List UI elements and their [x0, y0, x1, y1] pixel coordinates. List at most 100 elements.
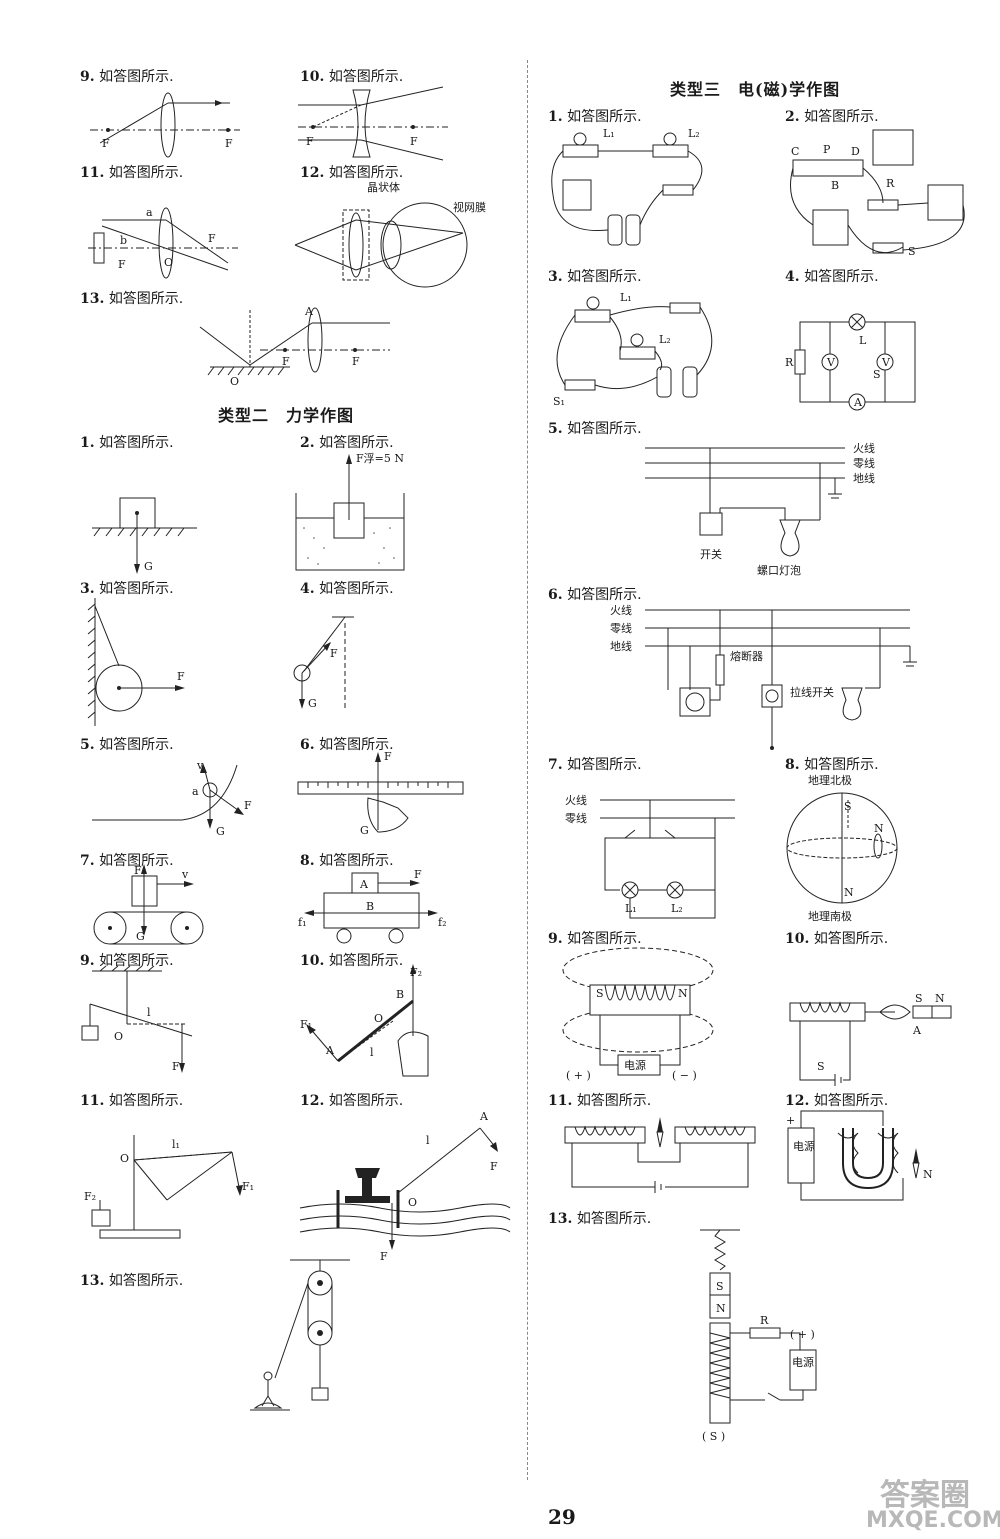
svg-text:电源: 电源 — [792, 1355, 814, 1369]
svg-text:F₁: F₁ — [242, 1180, 254, 1193]
svg-text:L₁: L₁ — [620, 291, 632, 304]
svg-text:电源: 电源 — [624, 1058, 646, 1072]
watermark-logo: 答案圈 — [880, 1478, 970, 1513]
svg-text:F: F — [306, 135, 314, 148]
svg-text:L₁: L₁ — [625, 902, 637, 915]
svg-text:V: V — [881, 356, 891, 369]
svg-text:L₂: L₂ — [671, 902, 683, 915]
svg-text:L₁: L₁ — [603, 127, 615, 140]
svg-text:N: N — [844, 886, 854, 899]
svg-text:A: A — [853, 396, 863, 409]
section-title-electric: 类型三 电(磁)学作图 — [670, 80, 841, 99]
svg-text:f₁: f₁ — [298, 916, 306, 929]
svg-text:F: F — [384, 750, 392, 763]
svg-text:v: v — [181, 868, 189, 881]
ruler-on-finger: FG — [297, 750, 464, 837]
two-coils — [564, 1117, 756, 1193]
q-label: 6. 如答图所示. — [300, 737, 394, 753]
svg-text:F: F — [177, 670, 185, 683]
svg-text:零线: 零线 — [565, 811, 587, 825]
section-title-mechanics: 类型二 力学作图 — [218, 406, 355, 425]
q-label: 4. 如答图所示. — [785, 269, 879, 285]
q-label: 10. 如答图所示. — [785, 931, 889, 947]
block-on-ground: G — [92, 497, 197, 574]
q-label: 12. 如答图所示. — [300, 1093, 404, 1109]
svg-text:N: N — [923, 1168, 933, 1181]
column-divider — [527, 60, 528, 1480]
svg-text:L: L — [859, 334, 867, 347]
svg-text:R: R — [760, 1314, 769, 1327]
svg-text:l: l — [147, 1006, 151, 1019]
svg-text:S: S — [716, 1280, 724, 1293]
svg-text:零线: 零线 — [610, 621, 632, 635]
svg-text:F: F — [380, 1250, 388, 1263]
svg-text:P: P — [823, 143, 831, 156]
svg-text:拉线开关: 拉线开关 — [790, 685, 834, 699]
watermark-url: MXQE.COM — [866, 1508, 1000, 1533]
q-label: 12. 如答图所示. — [785, 1093, 889, 1109]
svg-text:R: R — [785, 356, 794, 369]
household-wiring-5: 火线 零线 地线 开关 螺口灯泡 — [645, 441, 875, 577]
svg-text:F₁: F₁ — [300, 1018, 312, 1031]
ball-on-wall: F — [87, 598, 185, 726]
q-label: 9. 如答图所示. — [80, 69, 174, 85]
hanging-ball: FG — [293, 616, 354, 710]
svg-text:( + ): ( + ) — [566, 1069, 591, 1082]
spring-electromagnet: SN 电源 R ( + ) ( S ) — [700, 1229, 817, 1443]
svg-text:火线: 火线 — [853, 441, 875, 455]
svg-text:G: G — [216, 825, 225, 838]
svg-text:火线: 火线 — [610, 603, 632, 617]
svg-text:A: A — [479, 1110, 489, 1123]
svg-text:A: A — [912, 1024, 922, 1037]
svg-text:A: A — [359, 878, 369, 891]
q-label: 10. 如答图所示. — [300, 953, 404, 969]
svg-text:地理北极: 地理北极 — [808, 773, 852, 787]
q-label: 11. 如答图所示. — [548, 1093, 652, 1109]
svg-text:V: V — [826, 356, 836, 369]
svg-text:F₂: F₂ — [410, 966, 422, 979]
q-label: 9. 如答图所示. — [548, 931, 642, 947]
circuit-schematic-4: V V A RLS — [785, 313, 916, 411]
q-label: 1. 如答图所示. — [548, 109, 642, 125]
svg-text:S: S — [915, 992, 923, 1005]
svg-text:R: R — [886, 177, 895, 190]
q-label: 8. 如答图所示. — [785, 757, 879, 773]
q-label: 6. 如答图所示. — [548, 587, 642, 603]
svg-text:F: F — [414, 868, 422, 881]
svg-text:N: N — [935, 992, 945, 1005]
svg-text:F: F — [118, 258, 126, 271]
buoyancy-container: F浮=5 N — [295, 452, 405, 571]
svg-text:( S ): ( S ) — [702, 1430, 725, 1443]
svg-text:G: G — [144, 560, 153, 573]
eye-diagram: 晶状体 视网膜 — [294, 180, 486, 288]
lever-hanging: lOF — [81, 965, 193, 1073]
svg-text:D: D — [851, 145, 860, 158]
q-label: 9. 如答图所示. — [80, 953, 174, 969]
svg-text:G: G — [136, 930, 145, 943]
q-label: 4. 如答图所示. — [300, 581, 394, 597]
q-label: 7. 如答图所示. — [80, 853, 174, 869]
svg-text:N: N — [874, 822, 884, 835]
svg-text:F: F — [352, 355, 360, 368]
svg-text:+: + — [786, 1114, 795, 1127]
svg-text:G: G — [360, 824, 369, 837]
q-label: 13. 如答图所示. — [80, 291, 184, 307]
svg-text:地线: 地线 — [853, 471, 875, 485]
svg-text:O: O — [120, 1152, 129, 1165]
svg-text:B: B — [366, 900, 374, 913]
q-label: 11. 如答图所示. — [80, 165, 184, 181]
pulley-system — [250, 1259, 350, 1411]
svg-text:电源: 电源 — [793, 1139, 815, 1153]
svg-text:F₂: F₂ — [84, 1190, 96, 1203]
